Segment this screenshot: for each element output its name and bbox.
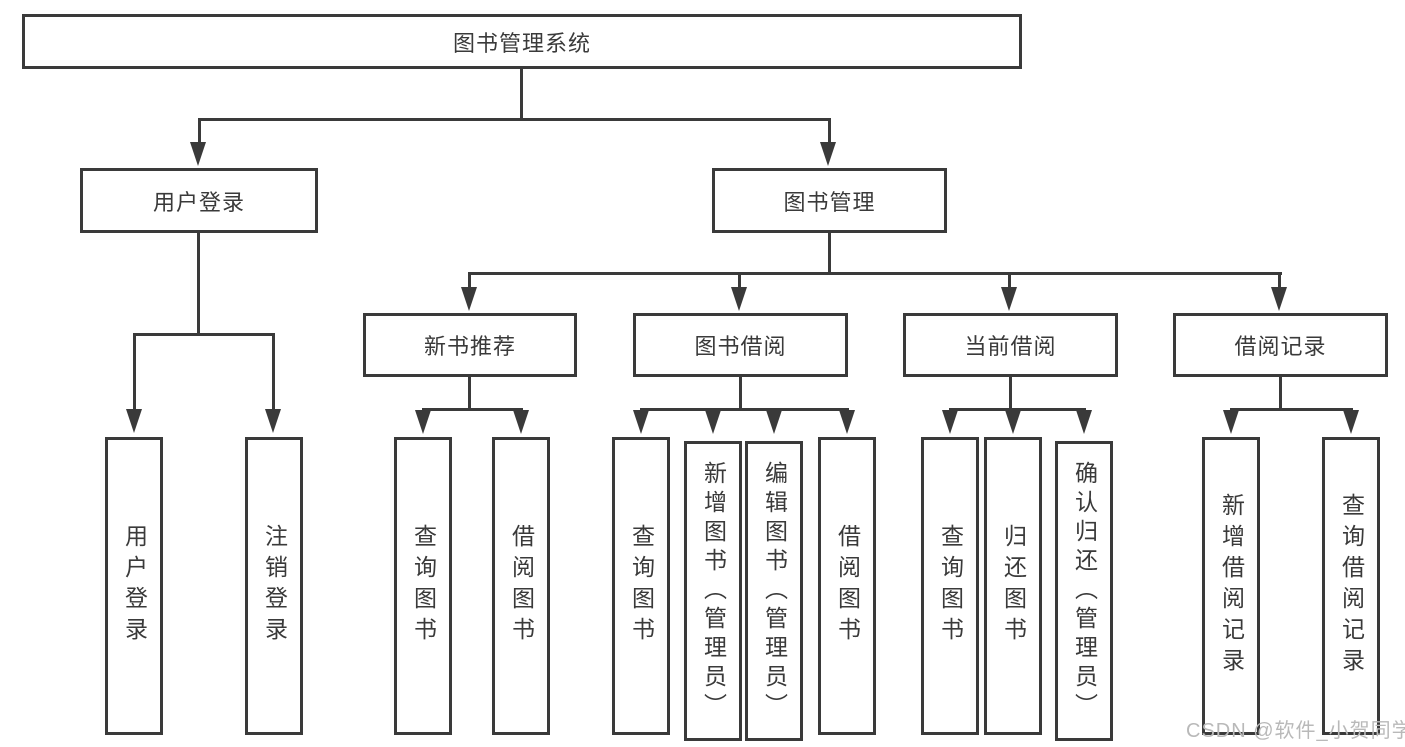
arrow-leaf-query-books-1-icon xyxy=(415,410,431,434)
leaf-borrow-books-2-label: 借阅图书 xyxy=(834,524,861,648)
leaf-add-book-admin: 新增图书（管理员） xyxy=(684,441,742,741)
connector-new-book-stem xyxy=(468,377,471,410)
connector-level2-bar xyxy=(198,118,831,121)
connector-borrow-records-group-stem xyxy=(1279,377,1282,410)
leaf-query-books-3: 查询图书 xyxy=(921,437,979,735)
node-new-book-recommend: 新书推荐 xyxy=(363,313,577,377)
arrow-leaf-query-books-2-icon xyxy=(633,410,649,434)
leaf-user-login: 用户登录 xyxy=(105,437,163,735)
arrow-leaf-logout-icon xyxy=(265,409,281,433)
arrow-to-book-borrow-icon xyxy=(731,287,747,311)
node-book-management-label: 图书管理 xyxy=(783,189,876,215)
leaf-query-borrow-record: 查询借阅记录 xyxy=(1322,437,1380,735)
arrow-leaf-return-book-icon xyxy=(1005,410,1021,434)
leaf-edit-book-admin: 编辑图书（管理员） xyxy=(745,441,803,741)
leaf-query-books-2: 查询图书 xyxy=(612,437,670,735)
node-user-login-label: 用户登录 xyxy=(152,189,245,215)
connector-to-book-mgmt-stem xyxy=(828,118,831,144)
csdn-watermark: CSDN @软件_小贺同学 xyxy=(1186,720,1405,742)
arrow-leaf-user-login-icon xyxy=(126,409,142,433)
node-book-management: 图书管理 xyxy=(712,168,947,233)
connector-root-stem xyxy=(520,69,523,119)
leaf-add-book-admin-label: 新增图书（管理员） xyxy=(700,460,727,722)
leaf-return-book-label: 归还图书 xyxy=(1000,524,1027,648)
arrow-to-current-borrow-icon xyxy=(1001,287,1017,311)
node-root-label: 图书管理系统 xyxy=(452,30,591,56)
connector-to-user-login-stem xyxy=(198,118,201,144)
connector-user-login-bar xyxy=(133,333,275,336)
leaf-query-books-2-label: 查询图书 xyxy=(628,524,655,648)
leaf-borrow-books-1: 借阅图书 xyxy=(492,437,550,735)
arrow-leaf-confirm-return-icon xyxy=(1076,410,1092,434)
connector-current-borrow-bar xyxy=(949,408,1086,411)
leaf-logout-label: 注销登录 xyxy=(261,524,288,648)
arrow-to-borrow-records-icon xyxy=(1271,287,1287,311)
arrow-leaf-borrow-books-1-icon xyxy=(513,410,529,434)
connector-new-book-bar xyxy=(422,408,523,411)
leaf-logout: 注销登录 xyxy=(245,437,303,735)
leaf-query-books-1: 查询图书 xyxy=(394,437,452,735)
node-current-borrow-label: 当前借阅 xyxy=(964,334,1057,359)
leaf-user-login-label: 用户登录 xyxy=(121,524,148,648)
leaf-add-borrow-record: 新增借阅记录 xyxy=(1202,437,1260,735)
node-user-login: 用户登录 xyxy=(80,168,318,233)
node-book-borrow-label: 图书借阅 xyxy=(694,334,787,359)
leaf-borrow-books-2: 借阅图书 xyxy=(818,437,876,735)
arrow-to-book-mgmt-icon xyxy=(820,142,836,166)
node-borrow-records-label: 借阅记录 xyxy=(1234,334,1327,359)
connector-user-login-stem xyxy=(197,233,200,336)
connector-to-new-book-stem xyxy=(468,272,471,289)
node-current-borrow: 当前借阅 xyxy=(903,313,1118,377)
arrow-leaf-query-books-3-icon xyxy=(942,410,958,434)
connector-book-borrow-group-stem xyxy=(739,377,742,410)
connector-book-mgmt-stem xyxy=(828,233,831,274)
leaf-borrow-books-1-label: 借阅图书 xyxy=(508,524,535,648)
connector-leaf-logout-stem xyxy=(272,333,275,410)
leaf-confirm-return-admin-label: 确认归还（管理员） xyxy=(1071,460,1098,722)
leaf-confirm-return-admin: 确认归还（管理员） xyxy=(1055,441,1113,741)
node-book-borrow: 图书借阅 xyxy=(633,313,848,377)
connector-current-borrow-group-stem xyxy=(1009,377,1012,410)
leaf-query-books-3-label: 查询图书 xyxy=(937,524,964,648)
connector-level3-bar xyxy=(469,272,1282,275)
arrow-leaf-borrow-books-2-icon xyxy=(839,410,855,434)
connector-book-borrow-bar xyxy=(640,408,849,411)
node-borrow-records: 借阅记录 xyxy=(1173,313,1388,377)
arrow-to-user-login-icon xyxy=(190,142,206,166)
leaf-add-borrow-record-label: 新增借阅记录 xyxy=(1218,493,1245,679)
node-new-book-recommend-label: 新书推荐 xyxy=(423,334,516,359)
leaf-query-borrow-record-label: 查询借阅记录 xyxy=(1338,493,1365,679)
arrow-leaf-add-record-icon xyxy=(1223,410,1239,434)
arrow-leaf-query-record-icon xyxy=(1343,410,1359,434)
leaf-edit-book-admin-label: 编辑图书（管理员） xyxy=(761,460,788,722)
connector-to-borrow-records-stem xyxy=(1278,272,1281,289)
leaf-return-book: 归还图书 xyxy=(984,437,1042,735)
arrow-leaf-edit-book-icon xyxy=(766,410,782,434)
arrow-to-new-book-icon xyxy=(461,287,477,311)
connector-borrow-records-bar xyxy=(1230,408,1353,411)
node-library-management-system: 图书管理系统 xyxy=(22,14,1022,69)
connector-to-book-borrow-stem xyxy=(738,272,741,289)
connector-leaf-user-login-stem xyxy=(133,333,136,410)
leaf-query-books-1-label: 查询图书 xyxy=(410,524,437,648)
arrow-leaf-add-book-icon xyxy=(705,410,721,434)
connector-to-current-borrow-stem xyxy=(1008,272,1011,289)
